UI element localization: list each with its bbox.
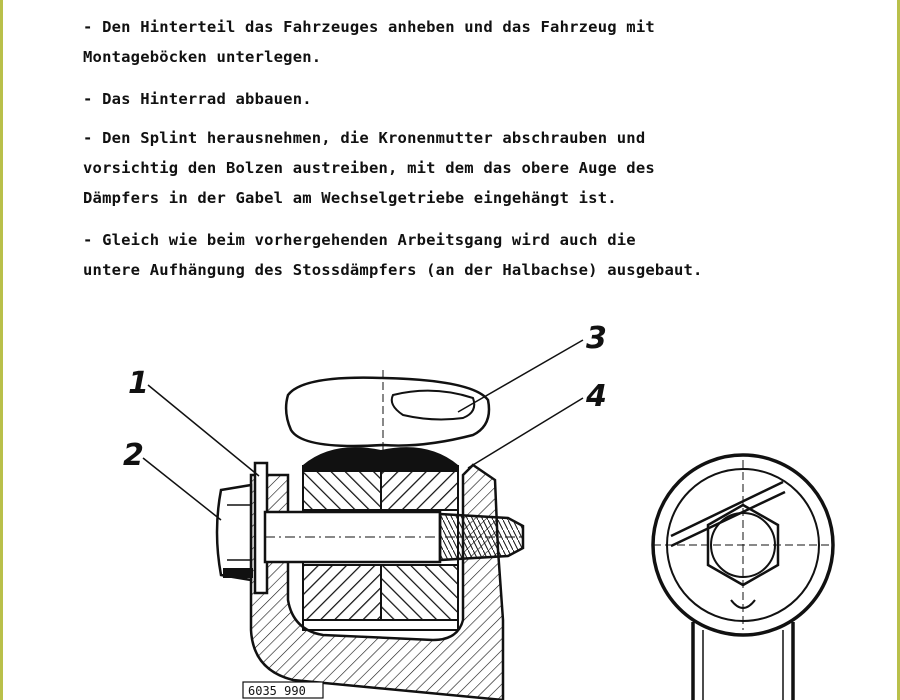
rubber-bushing (302, 469, 459, 621)
svg-text:6035 990: 6035 990 (248, 684, 306, 698)
callout-1: 1 (128, 366, 260, 477)
bolt-shank (263, 510, 525, 564)
instruction-remove-rear-wheel: - Das Hinterrad abbauen. (83, 90, 312, 108)
callout-2: 2 (123, 438, 222, 521)
callout-4: 4 (467, 379, 607, 469)
manual-page: - Den Hinterteil das Fahrzeuges anheben … (3, 0, 897, 700)
svg-text:2: 2 (123, 438, 144, 473)
figure-reference-number: 6035 990 (242, 681, 324, 699)
bolt-head (215, 483, 253, 582)
instruction-lift-vehicle: - Den Hinterteil das Fahrzeuges anheben … (83, 18, 655, 66)
svg-text:3: 3 (586, 321, 607, 356)
instruction-remove-upper-bolt: - Den Splint herausnehmen, die Kronenmut… (83, 129, 655, 207)
eye-side-view (651, 453, 835, 700)
shock-absorber-mount-drawing: 1 2 3 4 6035 990 (123, 321, 835, 700)
instruction-remove-lower-mount: - Gleich wie beim vorhergehenden Arbeits… (83, 231, 703, 279)
svg-text:4: 4 (585, 379, 607, 414)
shock-absorber-eye (284, 370, 491, 472)
callout-3: 3 (457, 321, 607, 413)
svg-text:1: 1 (128, 366, 149, 401)
